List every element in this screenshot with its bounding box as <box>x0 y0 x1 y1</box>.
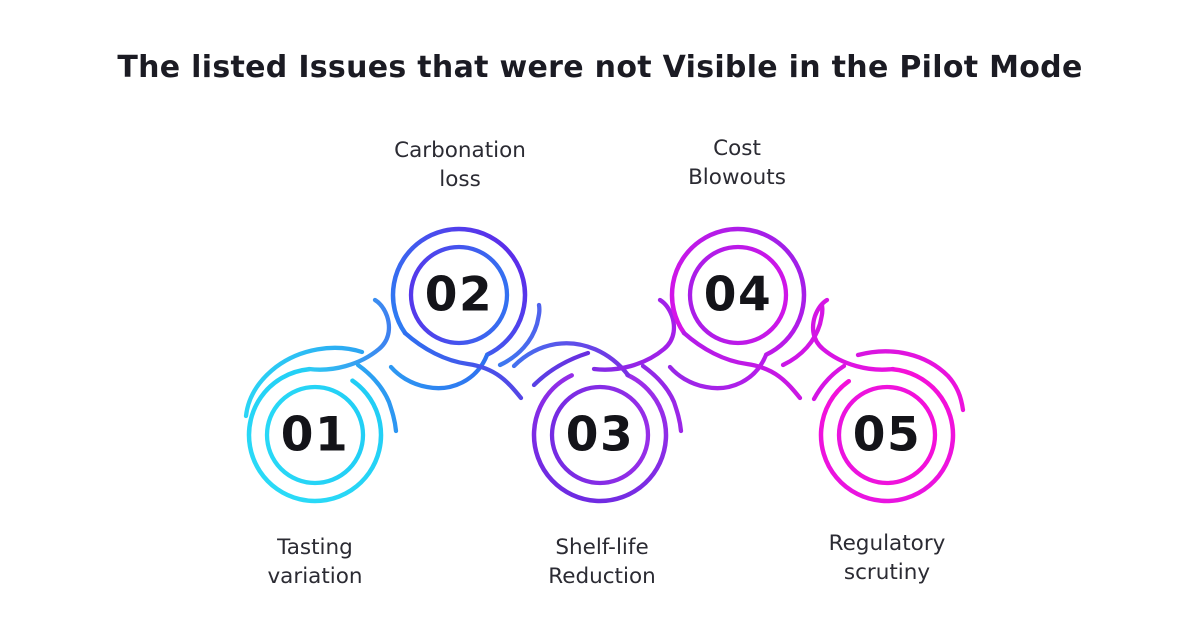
step-label-tasting-variation: Tasting variation <box>267 534 363 589</box>
link-04 <box>640 226 966 434</box>
link-05 <box>780 297 956 504</box>
step-number-03: 03 <box>565 407 635 463</box>
step-number-05: 05 <box>852 407 922 463</box>
step-label-carbonation-loss: Carbonation loss <box>394 137 526 192</box>
step-label-shelf-life-reduction: Shelf-life Reduction <box>548 534 656 589</box>
link-01 <box>246 297 392 504</box>
page-title: The listed Issues that were not Visible … <box>117 50 1083 86</box>
step-label-regulatory-scrutiny: Regulatory scrutiny <box>828 530 946 585</box>
step-label-cost-blowouts: Cost Blowouts <box>688 135 786 190</box>
step-number-02: 02 <box>424 267 494 323</box>
step-number-01: 01 <box>280 407 350 463</box>
link-03 <box>497 297 677 504</box>
link-02 <box>243 226 591 434</box>
step-number-04: 04 <box>703 267 773 323</box>
